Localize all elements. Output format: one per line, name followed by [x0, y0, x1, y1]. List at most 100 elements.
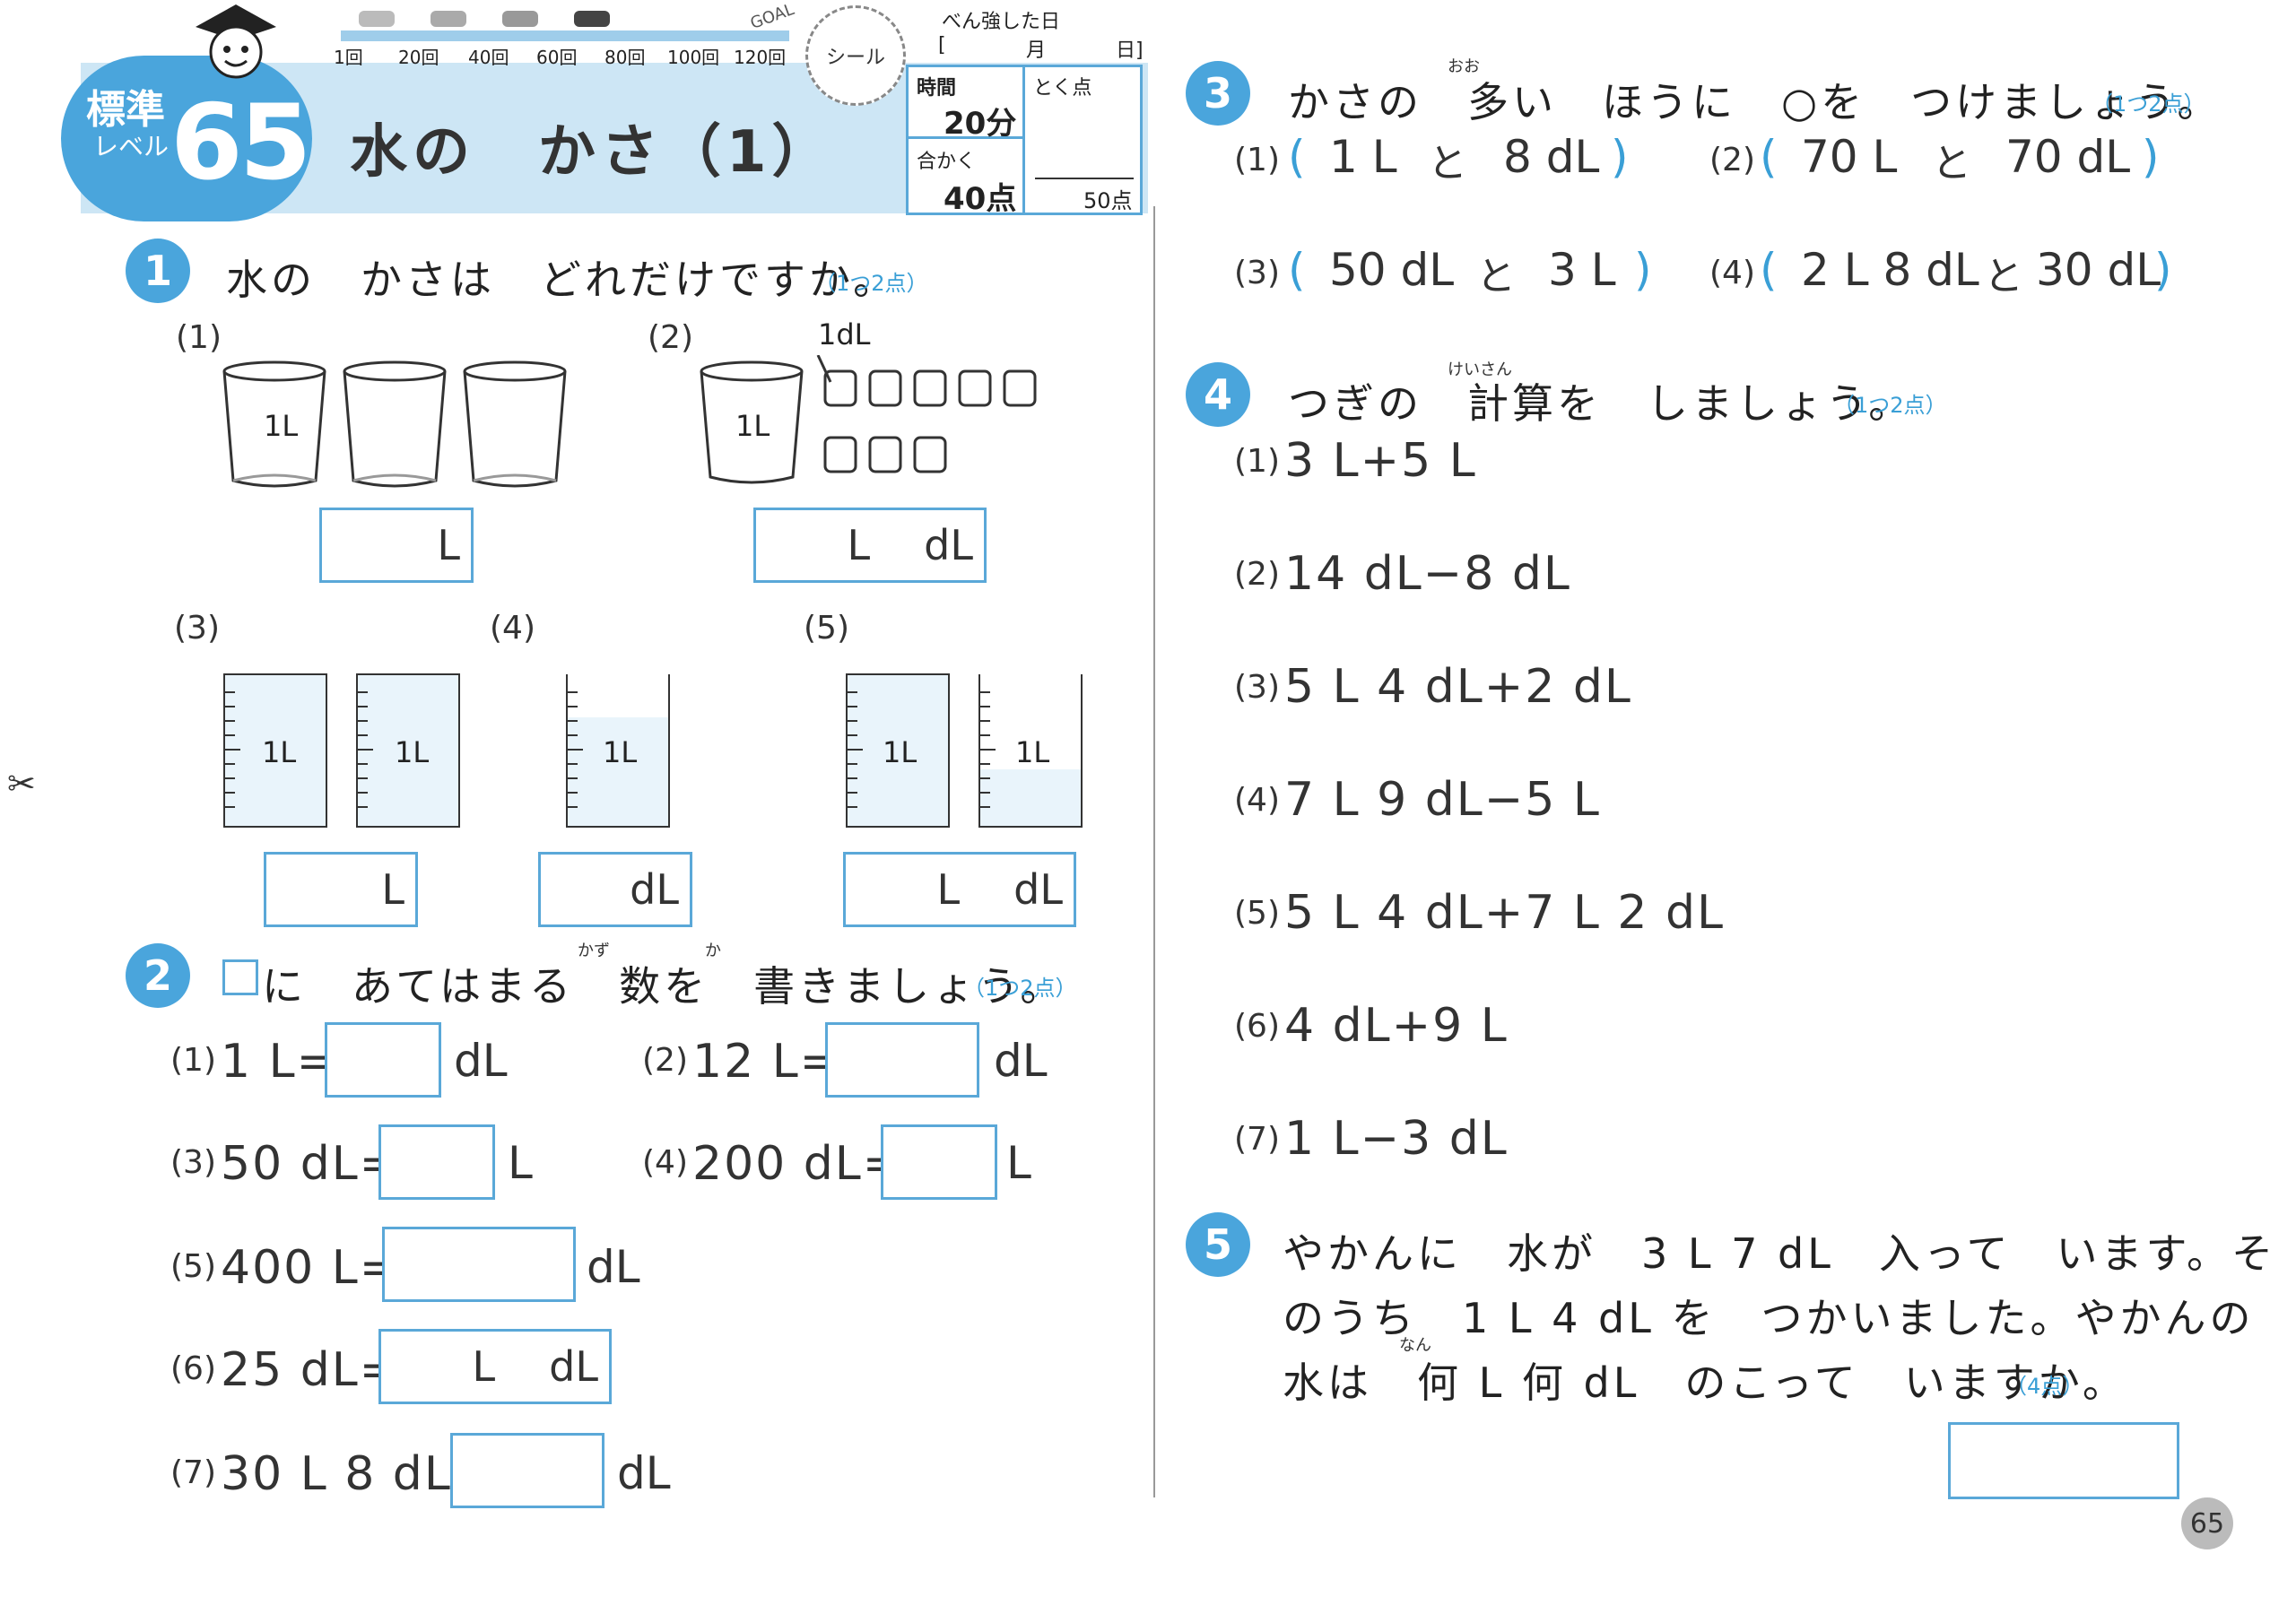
q2-3-answer[interactable] [378, 1124, 495, 1200]
q2-blank-box-icon [222, 959, 258, 995]
progress-label: 40回 [468, 47, 509, 68]
progress-label: 100回 [667, 47, 720, 68]
q2-expr: 200 dL= [692, 1137, 904, 1191]
paren-close: ) [1611, 131, 1629, 183]
q4-text: つぎの 計算を しましょう。 [1288, 379, 1914, 428]
page-number: 65 [2181, 1497, 2233, 1549]
car-icon [502, 11, 538, 27]
q2-4-answer[interactable] [881, 1124, 997, 1200]
unit-label: L [936, 865, 961, 914]
q2-ruby-ka: か [705, 942, 721, 960]
time-value: 20分 [944, 106, 1017, 142]
level-badge [61, 56, 312, 221]
unit-label: dL [549, 1342, 598, 1391]
car-icon [359, 11, 395, 27]
unit-label: dL [1013, 865, 1063, 914]
q1-3-answer[interactable]: L [264, 852, 418, 927]
q2-points: （1つ2点） [963, 976, 1077, 1001]
q1-2-beakers [700, 355, 1037, 484]
progress-label: 60回 [536, 47, 578, 68]
choice-a[interactable]: 1 L [1329, 131, 1397, 183]
car-icon [574, 11, 610, 27]
q3-choice-group[interactable]: ( 2 L 8 dL と 30 dL ) [1760, 244, 2181, 307]
cup-label: 1L [603, 735, 638, 769]
column-divider [1153, 206, 1155, 1497]
unit-label: L [472, 1342, 496, 1391]
q2-6-answer[interactable]: L dL [378, 1329, 612, 1404]
q2-expr: 25 dL= [221, 1343, 401, 1397]
choice-b[interactable]: 30 dL [2036, 244, 2161, 296]
car-icon [430, 11, 466, 27]
q2-5-answer[interactable] [382, 1227, 576, 1302]
q3-choice-group[interactable]: ( 70 L と 70 dL ) [1760, 131, 2172, 194]
q4-expr: 5 L 4 dL+2 dL [1284, 660, 1632, 714]
q3-item-label: (2) [1709, 142, 1755, 178]
q2-2-answer[interactable] [825, 1022, 979, 1098]
unit-label: L [381, 865, 404, 914]
study-date-label: べん強した日 [942, 11, 1061, 33]
day-label[interactable]: 日] [1116, 39, 1144, 62]
unit-label: dL [587, 1241, 640, 1293]
q1-item-label: (2) [648, 319, 693, 356]
q4-expr: 1 L−3 dL [1284, 1112, 1509, 1166]
choice-a[interactable]: 50 dL [1329, 244, 1455, 296]
paren-close: ) [1634, 244, 1652, 296]
q2-text: に あてはまる 数を 書きましょう。 [262, 962, 1065, 1011]
q2-expr: 12 L= [692, 1035, 841, 1089]
q1-4-answer[interactable]: dL [538, 852, 692, 927]
score-line [1035, 178, 1134, 179]
q1-1-answer[interactable]: L [319, 508, 474, 583]
q2-item-label: (5) [170, 1248, 216, 1285]
q1-item-label: (4) [490, 610, 535, 647]
q4-item-label: (3) [1234, 669, 1280, 706]
q1-4-cylinder [566, 674, 670, 828]
choice-b[interactable]: 70 dL [2005, 131, 2131, 183]
choice-a[interactable]: 70 L [1801, 131, 1898, 183]
q4-ruby-keisan: けいさん [1448, 360, 1512, 379]
choice-b[interactable]: 3 L [1548, 244, 1616, 296]
q2-1-answer[interactable] [325, 1022, 441, 1098]
score-divider-v [1022, 65, 1025, 215]
q5-line2: のうち 1 L 4 dL を つかいました。やかんの [1283, 1294, 2255, 1342]
q4-number: 4 [1186, 362, 1250, 427]
q3-item-label: (4) [1709, 255, 1755, 291]
choice-to: と [1476, 254, 1516, 299]
q3-choice-group[interactable]: ( 1 L と 8 dL ) [1288, 131, 1647, 194]
q2-expr: 30 L 8 dL= [221, 1447, 493, 1501]
progress-label: 120回 [734, 47, 787, 68]
q3-choice-group[interactable]: ( 50 dL と 3 L ) [1288, 244, 1665, 307]
q1-item-label: (5) [804, 610, 849, 647]
choice-b[interactable]: 8 dL [1503, 131, 1600, 183]
q4-item-label: (7) [1234, 1121, 1280, 1158]
q5-points: （4点） [2005, 1374, 2084, 1399]
pass-label: 合かく [917, 151, 977, 173]
scissors-icon: ✂ [7, 764, 36, 803]
q4-expr: 7 L 9 dL−5 L [1284, 773, 1601, 827]
cup-label: 1L [735, 409, 770, 443]
cup-label: 1L [883, 735, 918, 769]
choice-a[interactable]: 2 L 8 dL [1801, 244, 1979, 296]
q4-item-label: (2) [1234, 556, 1280, 593]
score-max: 50点 [1083, 188, 1133, 213]
q5-line1: やかんに 水が 3 L 7 dL 入って います。そ [1283, 1229, 2276, 1278]
q1-3-cylinders [223, 673, 460, 828]
month-label[interactable]: 月 [1026, 39, 1047, 62]
q4-points: （1つ2点） [1833, 393, 1947, 418]
paren-open: ( [1760, 244, 1778, 296]
unit-label: dL [617, 1447, 671, 1499]
q5-answer[interactable] [1948, 1422, 2179, 1499]
q4-expr: 5 L 4 dL+7 L 2 dL [1284, 886, 1725, 940]
q1-2-answer[interactable]: L dL [753, 508, 987, 583]
time-label: 時間 [917, 77, 957, 100]
q3-points: （1つ2点） [2092, 91, 2205, 117]
cup-label: 1L [264, 409, 299, 443]
unit-label: dL [994, 1035, 1048, 1087]
q1-5-answer[interactable]: L dL [843, 852, 1076, 927]
q2-7-answer[interactable] [450, 1433, 604, 1508]
sticker-label: シール [825, 47, 885, 69]
cup-label: 1L [262, 735, 297, 769]
q1-points: （1つ2点） [814, 271, 928, 296]
sticker-spot[interactable]: シール [805, 5, 906, 106]
q1-number: 1 [126, 239, 190, 303]
q4-item-label: (5) [1234, 895, 1280, 932]
